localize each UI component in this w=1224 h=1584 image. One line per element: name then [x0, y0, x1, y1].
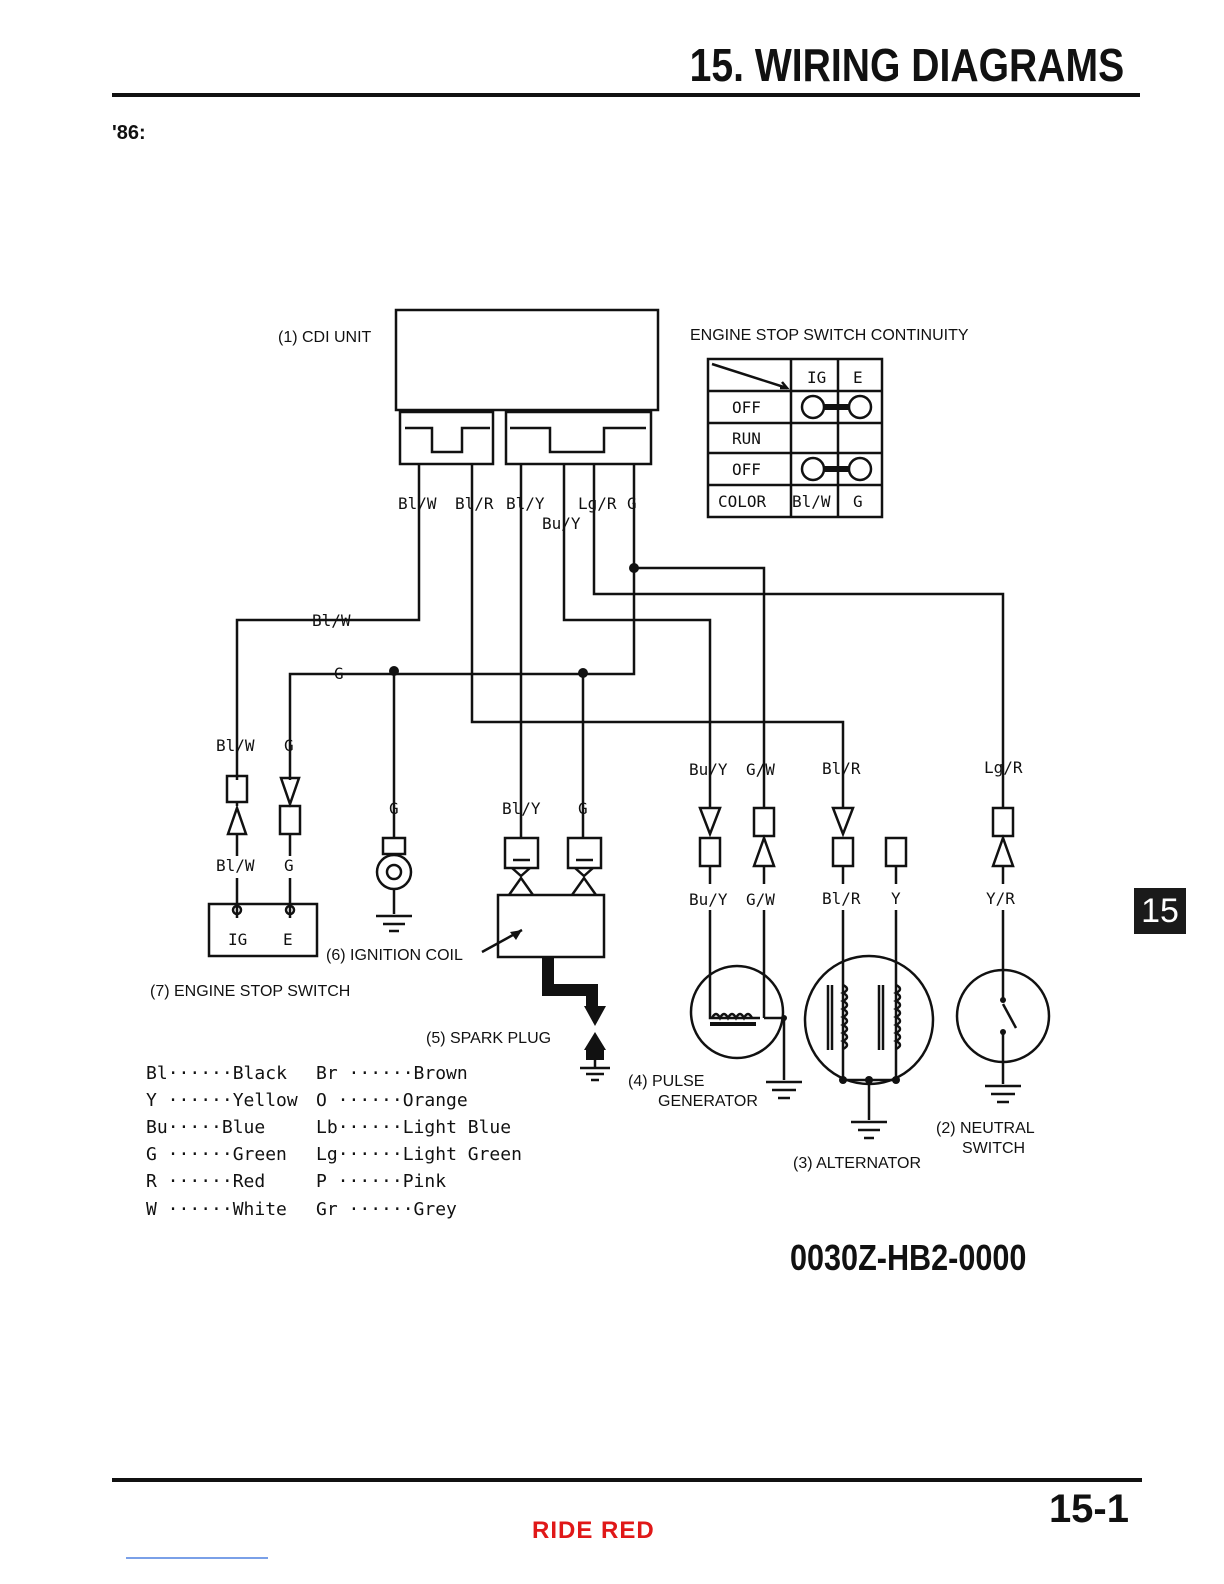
cdi-unit-label: (1) CDI UNIT: [278, 329, 372, 346]
wire-label: Bl/W: [216, 736, 255, 755]
switch-terminal-e: E: [283, 930, 293, 949]
legend-item: O ······Orange: [316, 1090, 468, 1111]
engine-stop-switch-connectors: Bl/W G Bl/W G IG E (7) ENGINE STOP SWITC…: [150, 736, 350, 1000]
spark-plug: (5) SPARK PLUG: [426, 957, 610, 1082]
wire-label: G/W: [746, 760, 775, 779]
column-header-ig: IG: [807, 368, 826, 387]
cdi-unit: (1) CDI UNIT: [278, 308, 660, 466]
ignition-coil-label: (6) IGNITION COIL: [326, 947, 463, 964]
legend-item: Gr ······Grey: [316, 1199, 457, 1220]
footer-link-underline: [126, 1557, 268, 1559]
footer-rule: [112, 1478, 1142, 1482]
legend-item: P ······Pink: [316, 1171, 446, 1192]
wire-label: Bl/W: [216, 856, 255, 875]
wire-label: G: [284, 736, 294, 755]
color-e: G: [853, 492, 863, 511]
alternator: Bl/R Bl/R Y (3) ALTERNATOR: [793, 759, 935, 1172]
engine-stop-switch: [207, 902, 319, 958]
wire-label: Bu/Y: [542, 514, 581, 533]
wire-label: Y/R: [986, 889, 1015, 908]
watermark: RIDE RED: [532, 1517, 655, 1544]
wire-label: Bl/W: [398, 494, 437, 513]
engine-stop-switch-label: (7) ENGINE STOP SWITCH: [150, 983, 350, 1000]
legend-item: G ······Green: [146, 1144, 287, 1165]
row-label-off: OFF: [732, 460, 761, 479]
wire-label: G: [578, 799, 588, 818]
pulse-generator-label-1: (4) PULSE: [628, 1073, 704, 1090]
neutral-switch: Lg/R Y/R (2) NEUTRAL SWITCH: [936, 758, 1051, 1157]
color-legend: Bl······Black Y ······Yellow Bu·····Blue…: [146, 1063, 522, 1220]
part-number: 0030Z-HB2-0000: [790, 1237, 1027, 1278]
wires: [235, 464, 1005, 838]
wire-label: G: [334, 664, 344, 683]
wire-label: Bl/W: [312, 611, 351, 630]
ground-terminal: G: [375, 799, 413, 933]
wire-label: Bl/R: [822, 889, 861, 908]
neutral-switch-label-1: (2) NEUTRAL: [936, 1120, 1035, 1137]
legend-item: Bl······Black: [146, 1063, 287, 1084]
wire-label: Bl/Y: [502, 799, 541, 818]
pulse-generator-label-2: GENERATOR: [658, 1093, 758, 1110]
wire-label: Bu/Y: [689, 760, 728, 779]
legend-item: Lg······Light Green: [316, 1144, 522, 1165]
wire-label: G: [389, 799, 399, 818]
continuity-table-title: ENGINE STOP SWITCH CONTINUITY: [690, 327, 969, 344]
wire-label: Y: [891, 889, 901, 908]
column-header-e: E: [853, 368, 863, 387]
legend-item: W ······White: [146, 1199, 287, 1220]
color-ig: Bl/W: [792, 492, 831, 511]
switch-terminal-ig: IG: [228, 930, 247, 949]
header-rule: [112, 93, 1140, 97]
year-label: '86:: [112, 122, 146, 144]
row-label-color: COLOR: [718, 492, 767, 511]
wire-label: G/W: [746, 890, 775, 909]
wire-label: Bl/R: [455, 494, 494, 513]
row-label-off: OFF: [732, 398, 761, 417]
wire-label: Bl/R: [822, 759, 861, 778]
neutral-switch-label-2: SWITCH: [962, 1140, 1025, 1157]
row-label-run: RUN: [732, 429, 761, 448]
legend-item: Y ······Yellow: [146, 1090, 298, 1111]
section-tab: 15: [1134, 888, 1186, 934]
wire-label: G: [627, 494, 637, 513]
legend-item: Lb······Light Blue: [316, 1117, 511, 1138]
page-number: 15-1: [1048, 1487, 1129, 1531]
wire-label: Bu/Y: [689, 890, 728, 909]
ignition-coil: Bl/Y G (6) IGNITION COIL: [326, 799, 606, 964]
page-title: 15. WIRING DIAGRAMS: [689, 39, 1124, 91]
wire-label: G: [284, 856, 294, 875]
wire-label: Bl/Y: [506, 494, 545, 513]
spark-plug-label: (5) SPARK PLUG: [426, 1030, 551, 1047]
alternator-label: (3) ALTERNATOR: [793, 1155, 921, 1172]
wire-label: Lg/R: [984, 758, 1023, 777]
legend-item: Br ······Brown: [316, 1063, 468, 1084]
legend-item: Bu·····Blue: [146, 1117, 265, 1138]
wire-label: Lg/R: [578, 494, 617, 513]
continuity-table: ENGINE STOP SWITCH CONTINUITY IG E OFF R…: [690, 327, 969, 519]
legend-item: R ······Red: [146, 1171, 265, 1192]
pulse-generator: Bu/Y G/W Bu/Y G/W (4) PULSE GENERATOR: [628, 760, 802, 1110]
